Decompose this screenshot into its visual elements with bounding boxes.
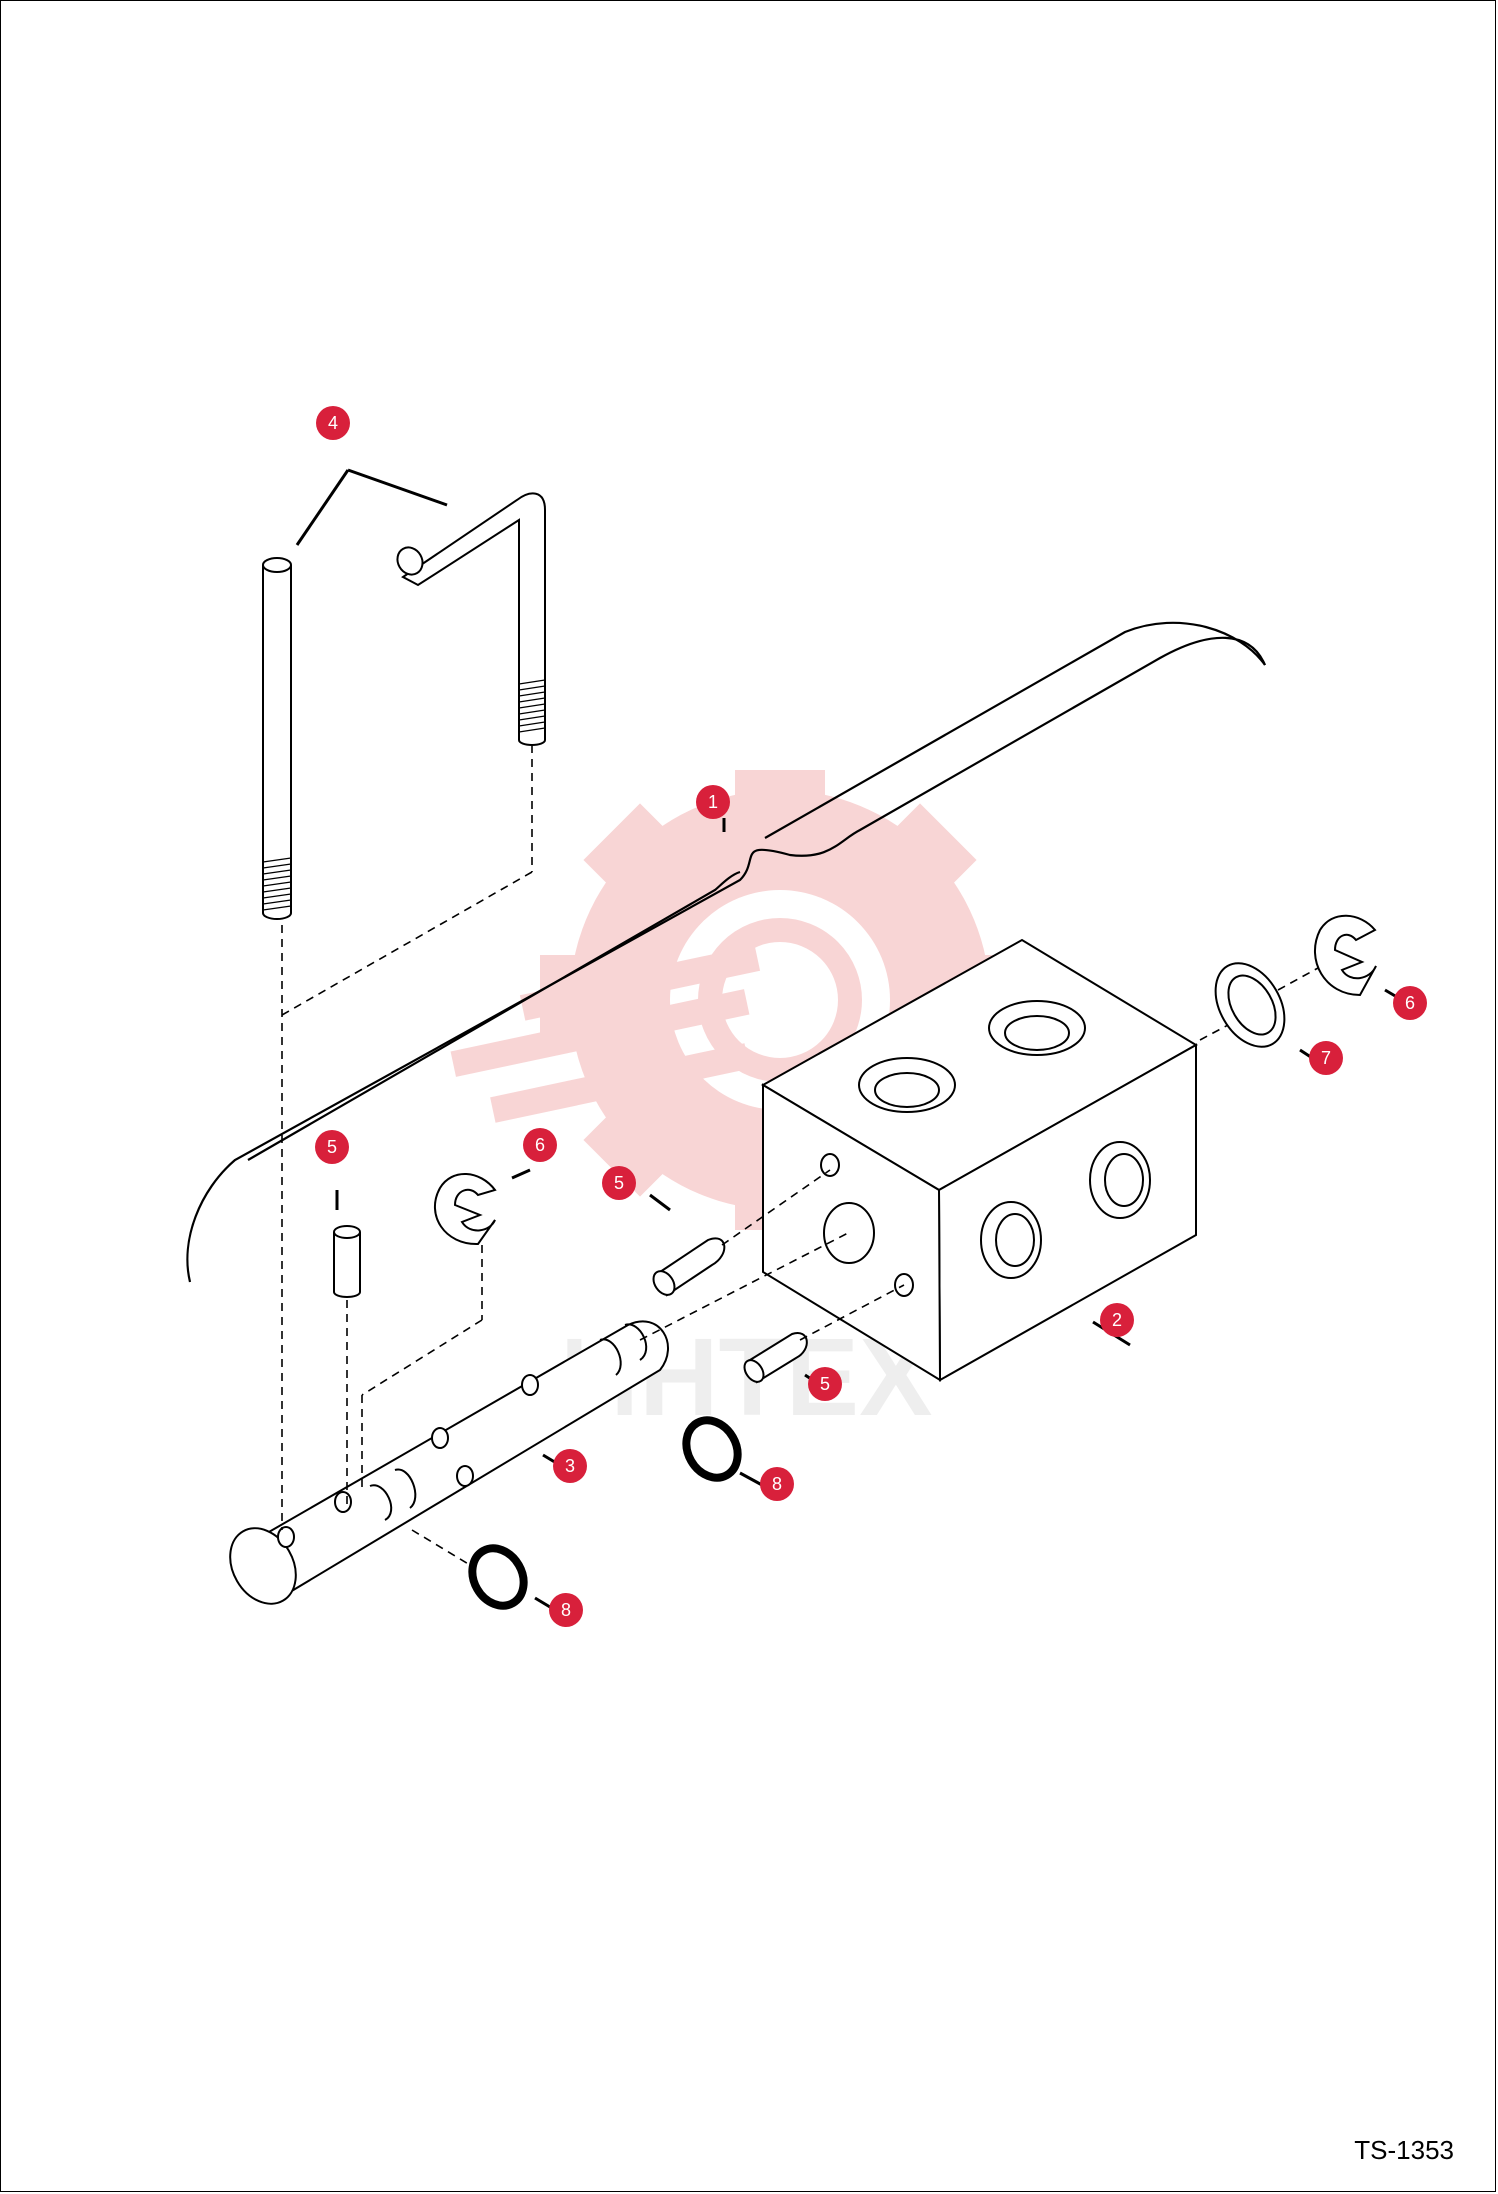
- callout-5-lower: 5: [808, 1367, 842, 1401]
- callout-6-right: 6: [1393, 986, 1427, 1020]
- port-front-2: [1089, 1141, 1151, 1219]
- callout-4: 4: [316, 406, 350, 440]
- dowel-pin-middle: [652, 1237, 726, 1297]
- o-ring-upper: [682, 1416, 742, 1482]
- callout-2: 2: [1100, 1303, 1134, 1337]
- speed-lines: [450, 945, 761, 1123]
- callout-5-middle-label: 5: [614, 1173, 624, 1193]
- callout-1-label: 1: [708, 792, 718, 812]
- e-clip-right: [1314, 914, 1377, 997]
- callout-3: 3: [553, 1449, 587, 1483]
- hydraulic-hose: [186, 621, 1267, 1283]
- callout-4-label: 4: [328, 413, 338, 433]
- port-top-2: [988, 1000, 1086, 1056]
- callout-8-lower: 8: [549, 1593, 583, 1627]
- callout-5-left-label: 5: [327, 1137, 337, 1157]
- port-top-1: [858, 1057, 956, 1113]
- callout-6-left-label: 6: [535, 1135, 545, 1155]
- drawing-code: TS-1353: [1354, 2135, 1454, 2165]
- callout-8-upper: 8: [760, 1467, 794, 1501]
- callout-5-left: 5: [315, 1130, 349, 1164]
- callout-5-lower-label: 5: [820, 1374, 830, 1394]
- callout-7-label: 7: [1321, 1048, 1331, 1068]
- bore-side: [823, 1202, 875, 1264]
- dowel-pin-lower: [743, 1331, 808, 1384]
- o-ring-lower: [468, 1544, 528, 1610]
- port-front-1: [980, 1201, 1042, 1279]
- assembly-dashed-lines: [281, 745, 1319, 1569]
- callout-8-upper-label: 8: [772, 1474, 782, 1494]
- dowel-pin-left: [333, 1225, 361, 1298]
- spool-shaft: [229, 1320, 670, 1605]
- callout-7: 7: [1309, 1041, 1343, 1075]
- callout-6-right-label: 6: [1405, 993, 1415, 1013]
- e-clip-left: [434, 1173, 497, 1246]
- valve-block: [761, 938, 1198, 1382]
- callout-3-label: 3: [565, 1456, 575, 1476]
- callout-8-lower-label: 8: [561, 1600, 571, 1620]
- leader-lines-item-4: [295, 468, 448, 546]
- straight-rod: [262, 557, 292, 920]
- callout-2-label: 2: [1112, 1310, 1122, 1330]
- pin-hole-upper: [820, 1153, 840, 1177]
- j-bolt: [396, 492, 546, 746]
- callout-5-middle: 5: [602, 1166, 636, 1200]
- washer: [1214, 962, 1286, 1048]
- callout-6-left: 6: [523, 1128, 557, 1162]
- callout-1: 1: [696, 785, 730, 819]
